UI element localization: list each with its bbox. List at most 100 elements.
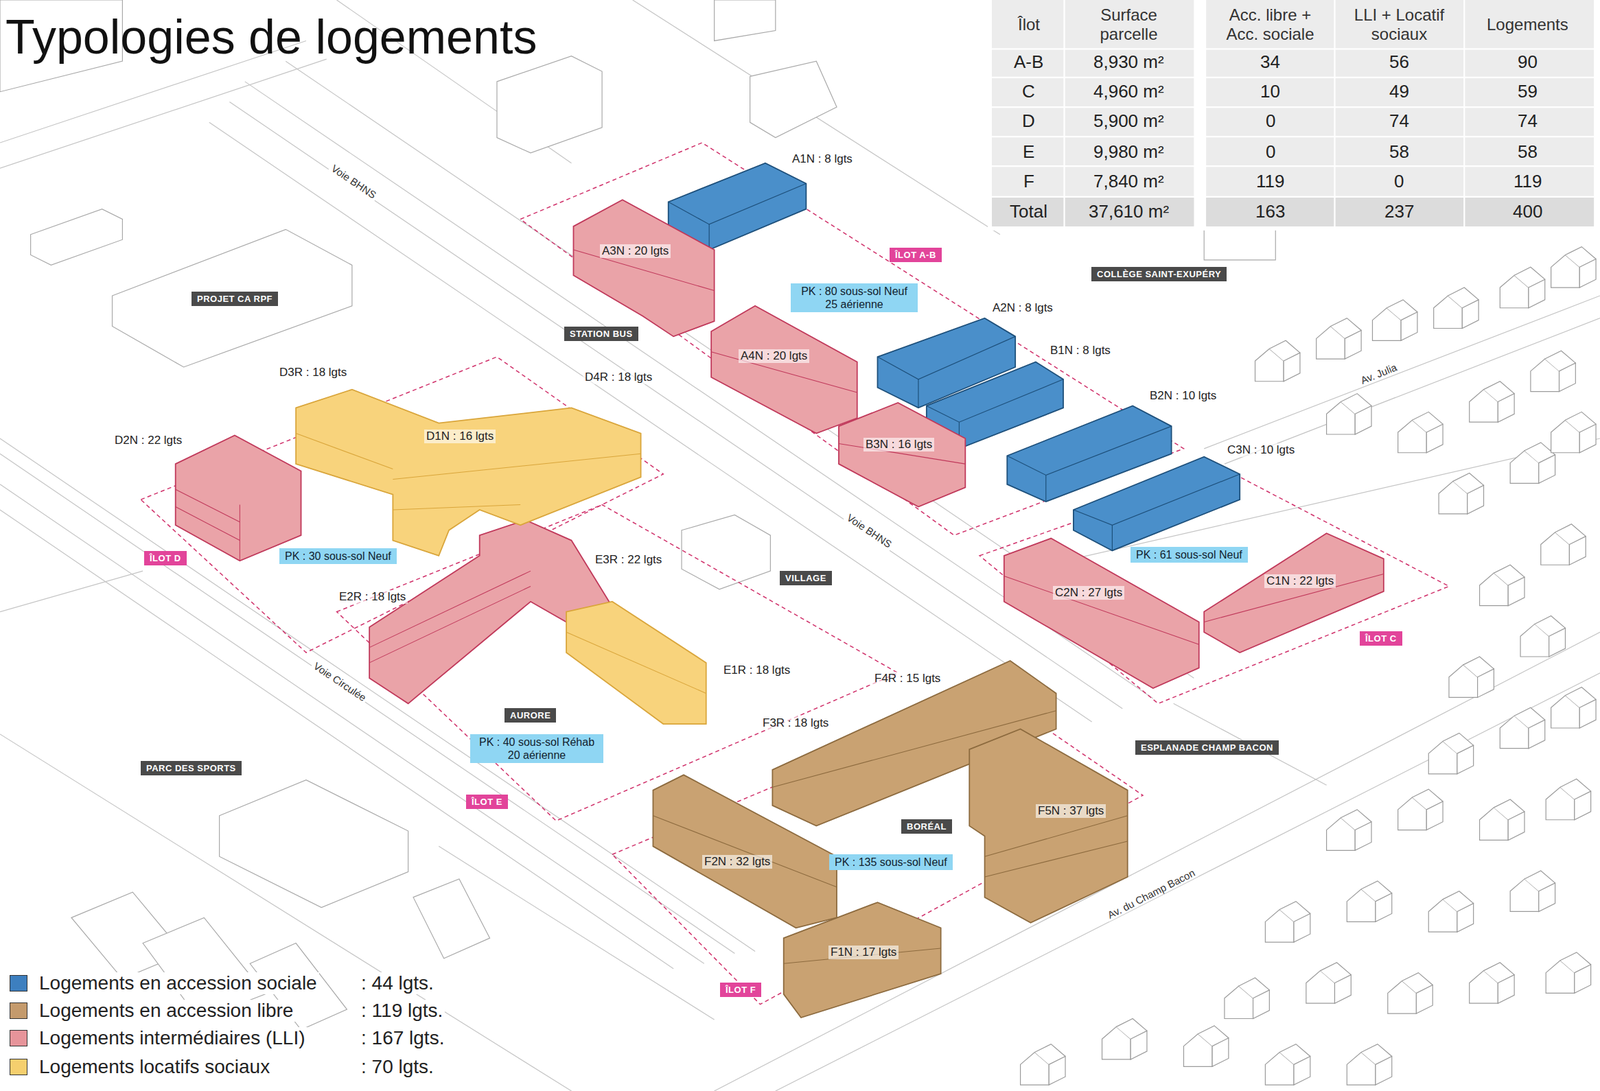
legend-count: : 44 lgts. [358, 972, 436, 995]
tag-text: ÎLOT F [725, 984, 756, 996]
table-cell: 0 [1265, 111, 1276, 132]
table-total: 400 [1512, 201, 1543, 223]
tag-text: BORÉAL [906, 821, 947, 832]
building-label: C3N : 10 lgts [1225, 443, 1297, 458]
place-tag: PROJET CA RPF [191, 291, 278, 307]
building-label: E2R : 18 lgts [337, 590, 408, 605]
tag-text: PROJET CA RPF [196, 293, 273, 305]
legend-swatch [9, 1002, 28, 1020]
legend-text: Logements intermédiaires (LLI) [37, 1027, 308, 1050]
table-header: Logements [1486, 15, 1569, 35]
table-header: Surface parcelle [1092, 5, 1165, 44]
table-cell: F [1023, 171, 1035, 193]
place-tag: BORÉAL [901, 819, 953, 834]
legend-swatch [9, 1030, 28, 1047]
legend-item: Logements en accession libre [9, 1000, 296, 1023]
diagram-title: Typologies de logements [5, 10, 537, 64]
building-label: B3N : 16 lgts [863, 437, 935, 452]
tag-text: PK : 135 sous-sol Neuf [834, 855, 948, 869]
table-cell: E [1022, 142, 1035, 163]
table-cell: 0 [1394, 171, 1404, 193]
table-cell: 119 [1513, 171, 1542, 193]
building-label: D4R : 18 lgts [582, 370, 655, 385]
tag-text: PK : 30 sous-sol Neuf [284, 549, 392, 563]
building-label: D3R : 18 lgts [277, 365, 349, 380]
table-cell: 9,980 m² [1093, 142, 1165, 163]
building-label: C1N : 22 lgts [1264, 574, 1336, 589]
building-label: F5N : 37 lgts [1035, 804, 1106, 819]
table-cell: D [1022, 111, 1036, 132]
parking-tag: PK : 40 sous-sol Réhab 20 aérienne [470, 734, 604, 764]
table-cell: 34 [1260, 52, 1281, 73]
tag-text: ÎLOT E [471, 796, 503, 808]
legend-text: Logements en accession sociale [37, 972, 320, 995]
legend-swatch [9, 1059, 28, 1076]
tag-text: AURORE [509, 710, 551, 721]
table-cell: 7,840 m² [1093, 171, 1165, 193]
building-label: E3R : 22 lgts [593, 553, 664, 567]
parking-tag: PK : 135 sous-sol Neuf [829, 854, 953, 871]
place-tag: PARC DES SPORTS [140, 761, 242, 776]
legend-text: Logements en accession libre [37, 1000, 296, 1023]
table-cell: 0 [1265, 142, 1276, 163]
table-cell: 74 [1389, 111, 1410, 132]
ilot-tag: ÎLOT F [720, 982, 762, 998]
table-header: LLI + Locatif sociaux [1349, 5, 1449, 44]
building-label: C2N : 27 lgts [1052, 586, 1125, 600]
legend-item: Logements intermédiaires (LLI) [9, 1027, 308, 1050]
ilot-tag: ÎLOT E [466, 794, 508, 810]
table-cell: 58 [1517, 142, 1538, 163]
building-label: A1N : 8 lgts [790, 152, 855, 167]
road-name: Voie Circulée [309, 658, 370, 705]
legend-count: : 167 lgts. [358, 1027, 447, 1050]
road-name: Av. Julia [1357, 360, 1401, 388]
table-cell: C [1022, 81, 1036, 103]
table-header: Acc. libre + Acc. sociale [1219, 5, 1321, 44]
table-cell: 58 [1389, 142, 1410, 163]
ilot-tag: ÎLOT D [144, 551, 187, 566]
table-cell: 119 [1256, 171, 1285, 193]
table-cell: 56 [1389, 52, 1410, 73]
place-tag: STATION BUS [564, 326, 639, 342]
building-label: F3R : 18 lgts [760, 716, 831, 731]
place-tag: COLLÈGE SAINT-EXUPÉRY [1091, 267, 1227, 282]
tag-text: ÎLOT A-B [895, 249, 937, 261]
road-name: Voie BHNS [327, 161, 381, 203]
road-name: Voie BHNS [842, 510, 896, 552]
parking-tag: PK : 30 sous-sol Neuf [279, 548, 397, 565]
tag-text: ÎLOT D [149, 553, 182, 564]
ilot-tag: ÎLOT A-B [889, 247, 942, 263]
ilot-tag: ÎLOT C [1359, 631, 1403, 646]
table-cell: A-B [1013, 52, 1044, 73]
tag-text: COLLÈGE SAINT-EXUPÉRY [1096, 269, 1222, 280]
tag-text: PK : 40 sous-sol Réhab 20 aérienne [475, 735, 598, 762]
tag-text: VILLAGE [785, 573, 827, 584]
building-label: F1N : 17 lgts [828, 945, 899, 960]
tag-text: ESPLANADE CHAMP BACON [1140, 742, 1274, 753]
table-cell: 8,930 m² [1093, 52, 1165, 73]
tag-text: PK : 61 sous-sol Neuf [1135, 548, 1243, 562]
table-cell: 4,960 m² [1093, 81, 1165, 103]
building-label: A3N : 20 lgts [599, 244, 671, 259]
tag-text: PK : 80 sous-sol Neuf 25 aérienne [796, 284, 913, 311]
building-label: F4R : 15 lgts [872, 671, 943, 686]
parking-tag: PK : 80 sous-sol Neuf 25 aérienne [790, 283, 918, 313]
legend-item: Logements en accession sociale [9, 972, 320, 995]
table-cell: 10 [1260, 81, 1281, 103]
building-label: D1N : 16 lgts [424, 429, 496, 444]
building-label: A4N : 20 lgts [738, 349, 810, 364]
legend-swatch [9, 975, 28, 992]
tag-text: STATION BUS [569, 328, 633, 340]
building-label: B1N : 8 lgts [1048, 343, 1113, 358]
building-label: D2N : 22 lgts [112, 433, 184, 448]
tag-text: ÎLOT C [1365, 633, 1397, 644]
place-tag: VILLAGE [779, 571, 832, 586]
table-total: 163 [1255, 201, 1285, 223]
table-cell: 49 [1389, 81, 1410, 103]
table-cell: 5,900 m² [1093, 111, 1165, 132]
building-label: A2N : 8 lgts [990, 301, 1055, 316]
table-cell: 74 [1517, 111, 1538, 132]
table-header: Îlot [1017, 15, 1040, 35]
place-tag: ESPLANADE CHAMP BACON [1135, 740, 1279, 756]
